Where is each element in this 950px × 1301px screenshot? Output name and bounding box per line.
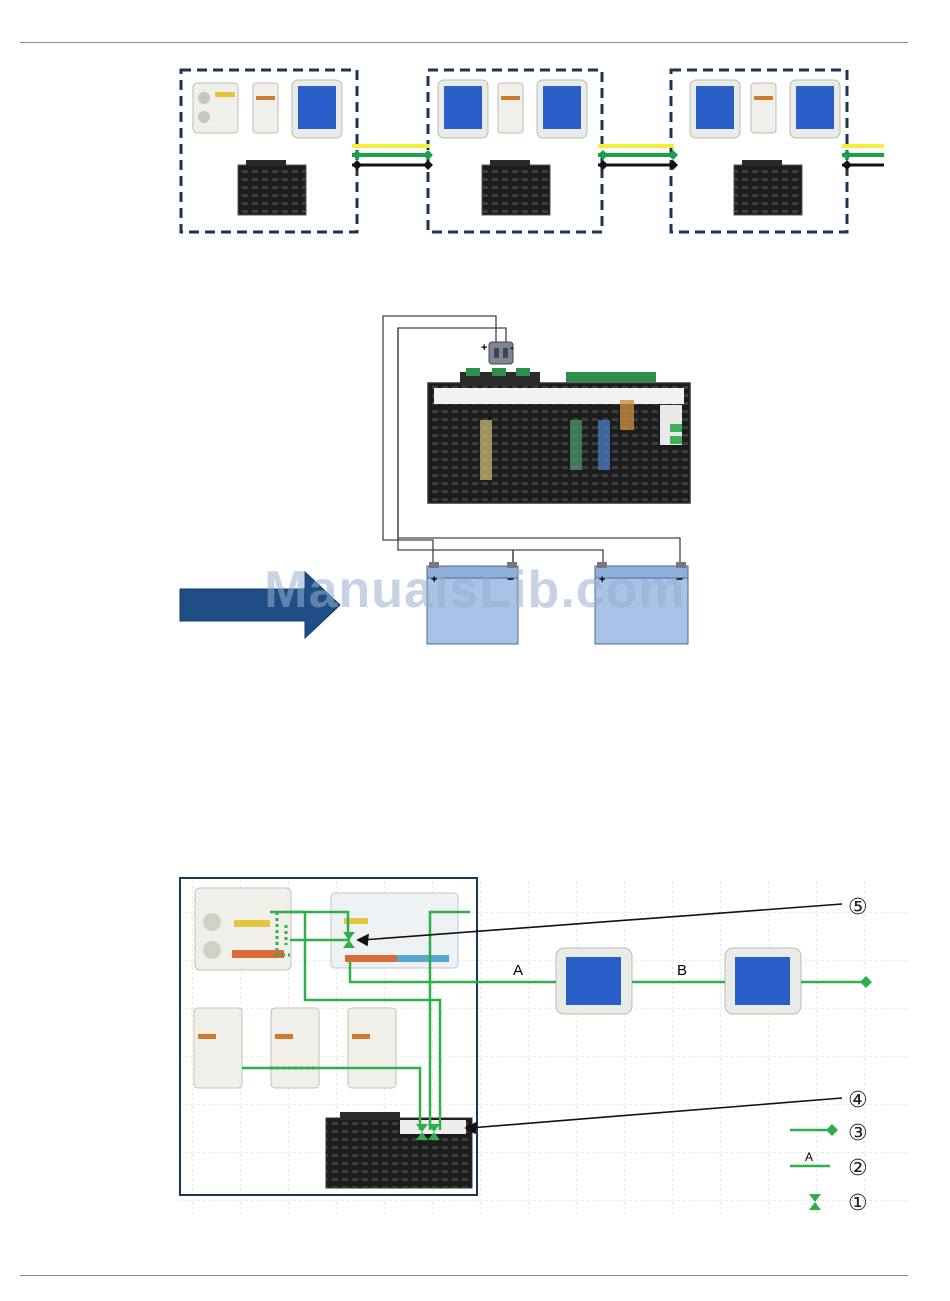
keypad-touchscreen (790, 80, 840, 138)
segment-a-label: A (513, 962, 523, 979)
power-panel (482, 160, 550, 215)
power-supply-module (253, 83, 278, 133)
segment-b-label: B (677, 962, 687, 979)
power-supply-panel (428, 368, 690, 503)
battery-1-minus: − (507, 572, 514, 586)
top-diagram (181, 70, 884, 232)
battery-2: + − (595, 562, 688, 644)
callout-4-number: ④ (848, 1088, 868, 1113)
direction-arrow (180, 572, 340, 638)
battery-1-plus: + (431, 574, 437, 586)
keypad-touchscreen (690, 80, 740, 138)
battery-2-plus: + (599, 574, 605, 586)
device-group-1 (181, 70, 357, 232)
power-supply-module (751, 83, 776, 133)
power-panel (734, 160, 802, 215)
panel-controller (195, 888, 291, 970)
expansion-module-1 (194, 1008, 242, 1088)
callout-5-number: ⑤ (848, 895, 868, 920)
expansion-module-2 (271, 1008, 319, 1088)
power-panel (238, 160, 306, 215)
device-group-3 (671, 70, 847, 232)
battery-connector: + - (481, 342, 514, 364)
power-module (331, 893, 458, 968)
keypad-touchscreen (438, 80, 488, 138)
connector-minus-label: - (510, 342, 514, 354)
legend-3-number: ③ (848, 1121, 868, 1146)
keypad-b (725, 948, 801, 1014)
keypad-touchscreen (537, 80, 587, 138)
battery-1: + − (427, 562, 518, 644)
keypad-a (556, 948, 632, 1014)
battery-wiring-diagram: + - + − (180, 316, 690, 644)
system-bus-diagram: A B A ⑤ ④ ③ ② ① (180, 878, 908, 1216)
device-group-2 (428, 70, 602, 232)
legend-2-number: ② (848, 1156, 868, 1181)
power-supply-panel (326, 1112, 472, 1188)
connector-plus-label: + (481, 342, 487, 354)
legend-segment-sample: A (805, 1150, 813, 1164)
panel-controller (193, 83, 238, 133)
expansion-module-3 (348, 1008, 396, 1088)
battery-2-minus: − (676, 572, 683, 586)
keypad-touchscreen (292, 80, 342, 138)
legend-1-number: ① (848, 1191, 868, 1216)
power-supply-module (498, 83, 523, 133)
